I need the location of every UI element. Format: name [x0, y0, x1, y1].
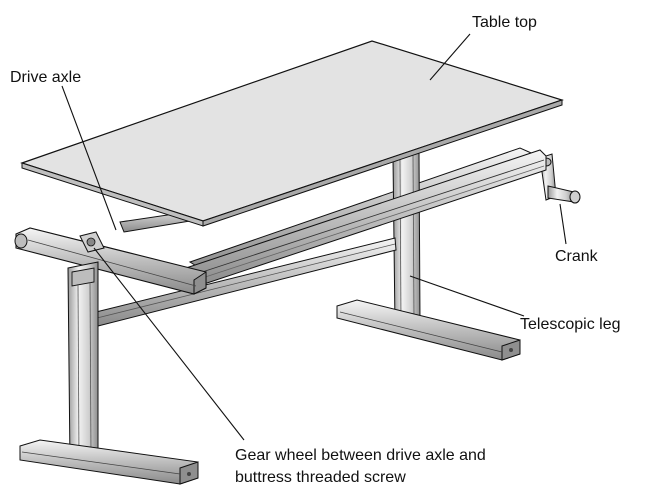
leader-lines: [61, 33, 567, 441]
label-telescopic-leg: Telescopic leg: [520, 316, 621, 333]
front-frame: [14, 149, 547, 327]
foot-right: [336, 299, 521, 361]
table-top: [20, 40, 564, 227]
label-gear-wheel-line2: buttress threaded screw: [235, 469, 406, 486]
foot-left: [19, 439, 199, 485]
label-drive-axle: Drive axle: [10, 69, 81, 86]
telescopic-leg-right: [336, 151, 521, 361]
label-gear-wheel-line1: Gear wheel between drive axle and: [235, 447, 486, 464]
label-crank: Crank: [555, 248, 599, 265]
label-table-top: Table top: [472, 14, 537, 31]
telescopic-leg-left: [19, 261, 199, 485]
